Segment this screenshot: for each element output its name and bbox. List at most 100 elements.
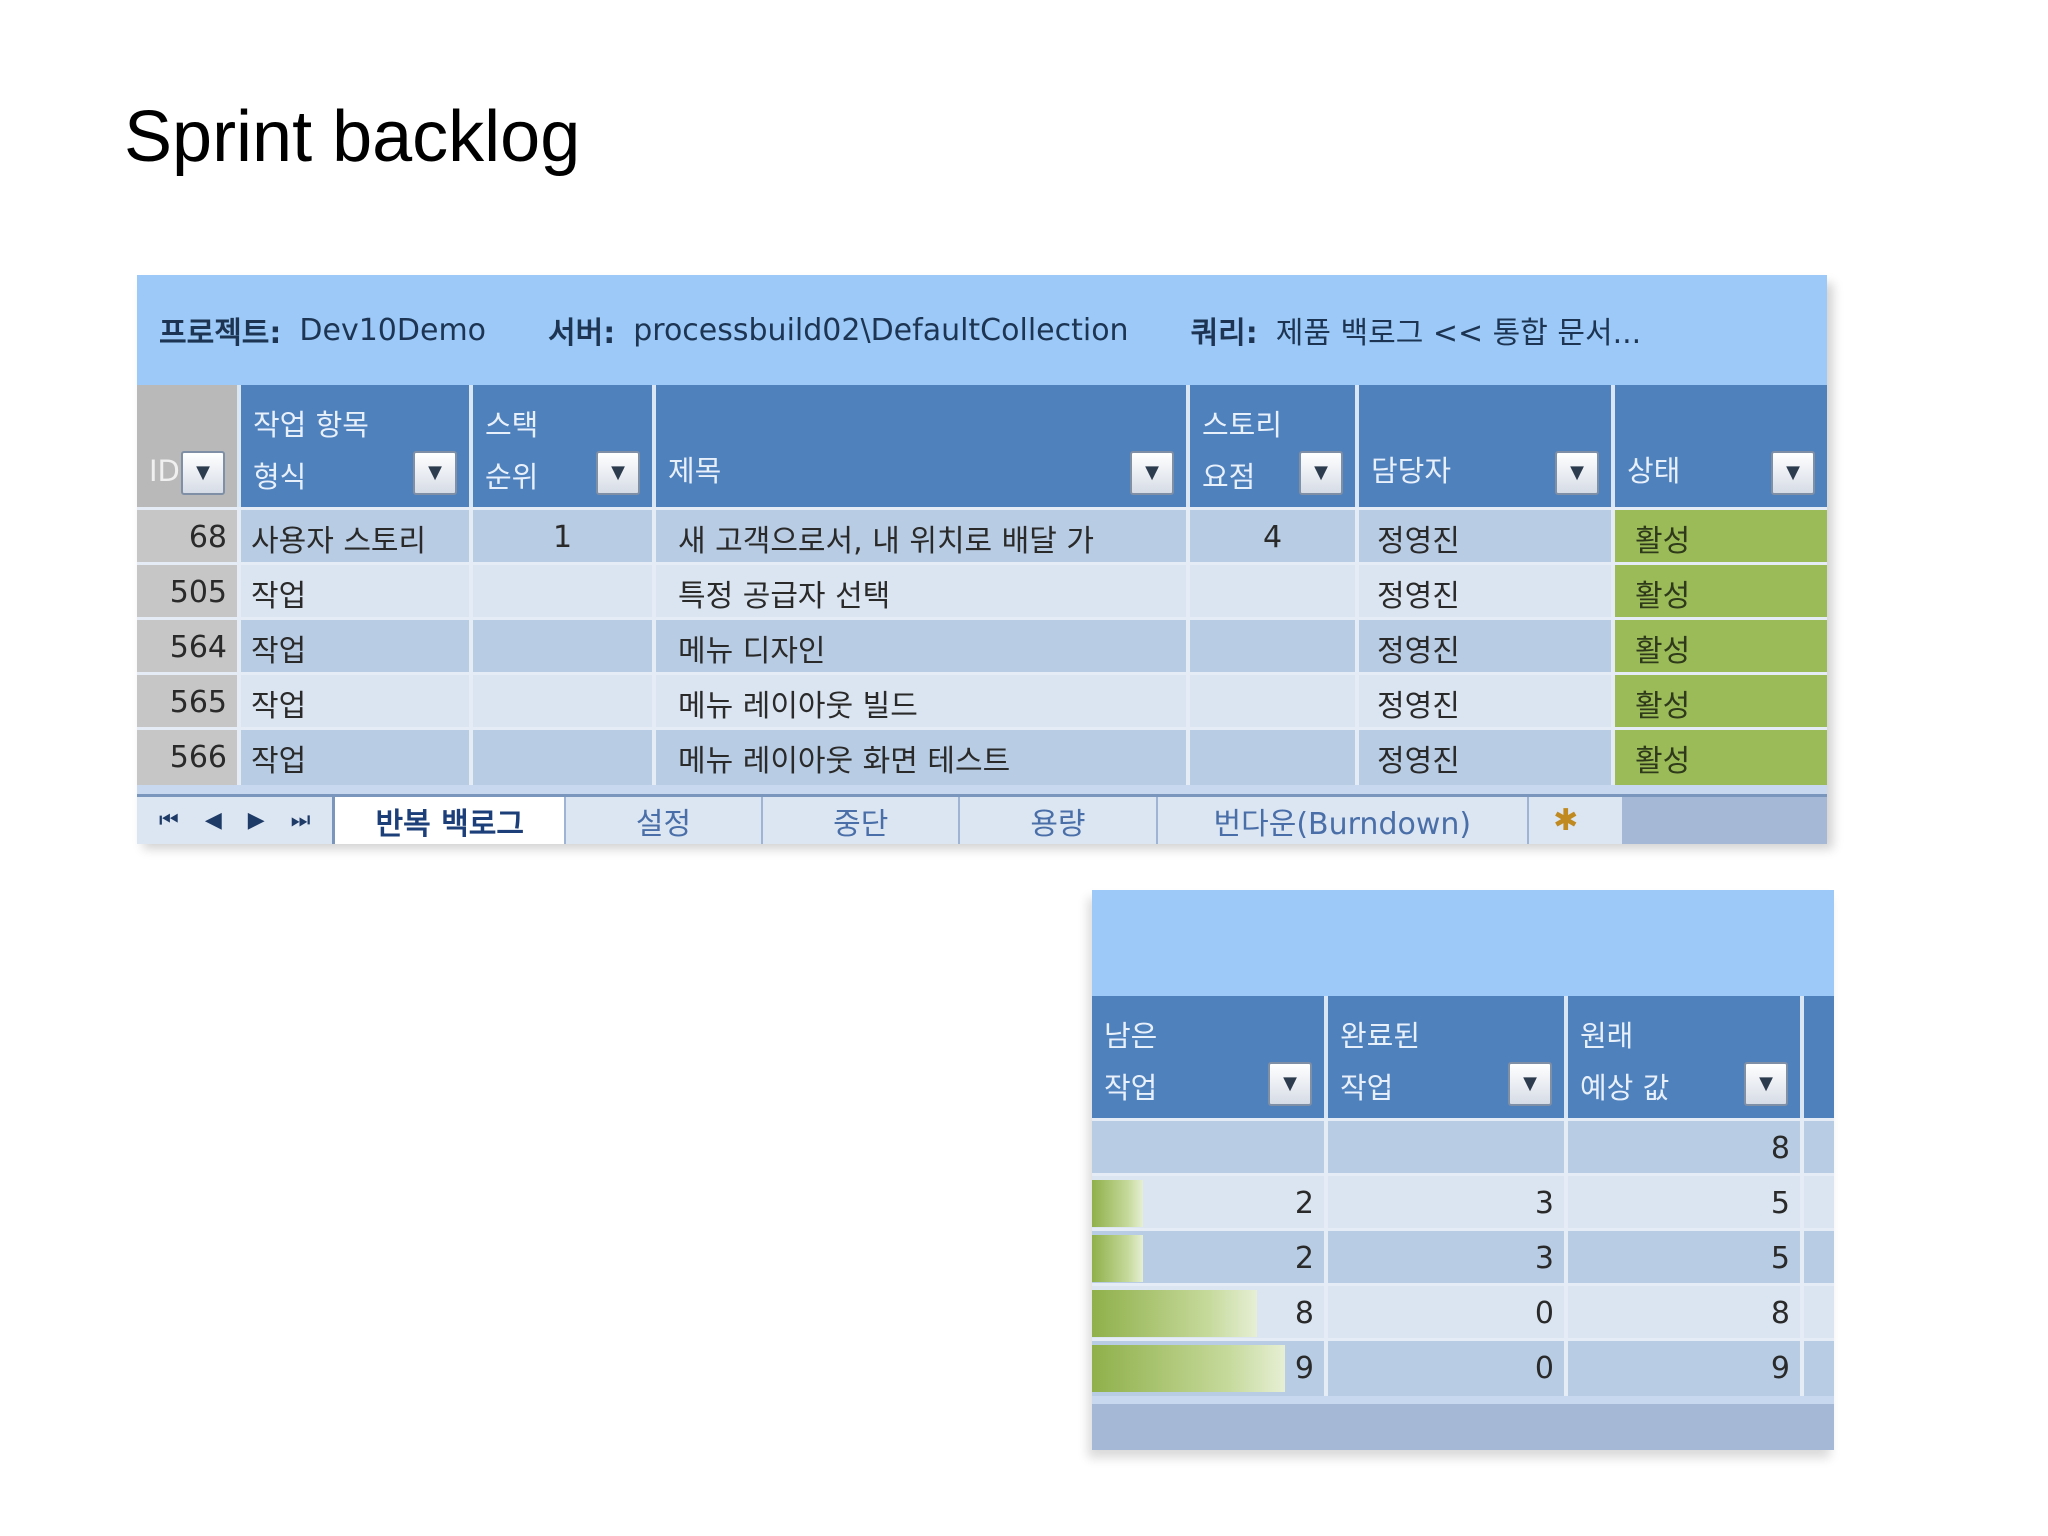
filter-dropdown-icon[interactable]: ▼ [1299, 451, 1343, 495]
column-header-stack-rank[interactable]: 스택 순위 ▼ [473, 385, 656, 507]
column-header-completed-line1: 완료된 [1340, 1019, 1421, 1053]
column-header-remaining-work[interactable]: 남은 작업 ▼ [1092, 996, 1328, 1118]
cell-id[interactable]: 566 [137, 730, 241, 785]
previous-sheet-icon[interactable]: ◀ [204, 808, 222, 833]
cell-state[interactable]: 활성 [1615, 510, 1827, 565]
first-sheet-icon[interactable]: ⏮ [159, 808, 179, 833]
filter-dropdown-icon[interactable]: ▼ [413, 451, 457, 495]
cell-state[interactable]: 활성 [1615, 675, 1827, 730]
tab-burndown[interactable]: 번다운(Burndown) [1155, 797, 1528, 844]
cell-title[interactable]: 메뉴 레이아웃 화면 테스트 [656, 730, 1190, 785]
cell-rank[interactable] [473, 675, 656, 730]
column-header-completed-line2: 작업 [1340, 1071, 1394, 1105]
cell-remaining-work[interactable] [1092, 1121, 1328, 1176]
cell-rank[interactable]: 1 [473, 510, 656, 565]
cell-state[interactable]: 활성 [1615, 730, 1827, 785]
table-row[interactable]: 2 3 5 [1092, 1173, 1834, 1231]
insert-sheet-icon[interactable]: ✱ [1527, 797, 1602, 844]
cell-remaining-value: 2 [1294, 1241, 1314, 1276]
filter-dropdown-icon[interactable]: ▼ [1130, 451, 1174, 495]
tab-settings[interactable]: 설정 [563, 797, 761, 844]
work-columns-footer [1092, 1404, 1834, 1450]
cell-completed-work[interactable]: 0 [1328, 1286, 1568, 1341]
cell-original-estimate[interactable]: 5 [1568, 1176, 1804, 1231]
tab-capacity[interactable]: 용량 [958, 797, 1155, 844]
cell-completed-work[interactable]: 3 [1328, 1176, 1568, 1231]
filter-dropdown-icon[interactable]: ▼ [1508, 1062, 1552, 1106]
cell-id[interactable]: 505 [137, 565, 241, 620]
cell-id[interactable]: 565 [137, 675, 241, 730]
cell-title[interactable]: 메뉴 레이아웃 빌드 [656, 675, 1190, 730]
cell-assigned[interactable]: 정영진 [1359, 730, 1615, 785]
table-row[interactable]: 564 작업 메뉴 디자인 정영진 활성 [137, 617, 1827, 675]
cell-points[interactable] [1190, 620, 1359, 675]
cell-original-estimate[interactable]: 8 [1568, 1286, 1804, 1341]
server-label: 서버: [548, 316, 616, 351]
cell-state[interactable]: 활성 [1615, 620, 1827, 675]
table-row[interactable]: 9 0 9 [1092, 1338, 1834, 1396]
column-header-assigned-to[interactable]: 담당자 ▼ [1359, 385, 1615, 507]
cell-id[interactable]: 68 [137, 510, 241, 565]
table-row[interactable]: 505 작업 특정 공급자 선택 정영진 활성 [137, 562, 1827, 620]
cell-completed-work[interactable]: 3 [1328, 1231, 1568, 1286]
cell-points[interactable] [1190, 675, 1359, 730]
column-header-id[interactable]: ID ▼ [137, 385, 241, 507]
column-header-story-points[interactable]: 스토리 요점 ▼ [1190, 385, 1359, 507]
cell-title[interactable]: 메뉴 디자인 [656, 620, 1190, 675]
cell-remaining-value: 2 [1294, 1186, 1314, 1221]
cell-title[interactable]: 새 고객으로서, 내 위치로 배달 가 [656, 510, 1190, 565]
cell-original-estimate[interactable]: 5 [1568, 1231, 1804, 1286]
tab-iteration-backlog[interactable]: 반복 백로그 [332, 797, 564, 844]
column-header-state[interactable]: 상태 ▼ [1615, 385, 1827, 507]
next-sheet-icon[interactable]: ▶ [247, 808, 265, 833]
query-value: 제품 백로그 << 통합 문서... [1275, 316, 1642, 351]
cell-completed-work[interactable]: 0 [1328, 1341, 1568, 1396]
cell-original-estimate[interactable]: 9 [1568, 1341, 1804, 1396]
filter-dropdown-icon[interactable]: ▼ [596, 451, 640, 495]
last-sheet-icon[interactable]: ⏭ [290, 808, 311, 833]
cell-assigned[interactable]: 정영진 [1359, 675, 1615, 730]
cell-remaining-work[interactable]: 9 [1092, 1341, 1328, 1396]
cell-rank[interactable] [473, 565, 656, 620]
cell-points[interactable]: 4 [1190, 510, 1359, 565]
table-row[interactable]: 565 작업 메뉴 레이아웃 빌드 정영진 활성 [137, 672, 1827, 730]
cell-points[interactable] [1190, 730, 1359, 785]
table-row[interactable]: 2 3 5 [1092, 1228, 1834, 1286]
cell-remaining-work[interactable]: 2 [1092, 1231, 1328, 1286]
table-row[interactable]: 566 작업 메뉴 레이아웃 화면 테스트 정영진 활성 [137, 727, 1827, 785]
cell-type[interactable]: 작업 [241, 675, 473, 730]
filter-dropdown-icon[interactable]: ▼ [1268, 1062, 1312, 1106]
column-header-type-line1: 작업 항목 [253, 408, 369, 442]
column-header-completed-work[interactable]: 완료된 작업 ▼ [1328, 996, 1568, 1118]
cell-rank[interactable] [473, 620, 656, 675]
column-header-title[interactable]: 제목 ▼ [656, 385, 1190, 507]
cell-type[interactable]: 사용자 스토리 [241, 510, 473, 565]
tab-interruptions[interactable]: 중단 [761, 797, 958, 844]
cell-remaining-work[interactable]: 8 [1092, 1286, 1328, 1341]
cell-type[interactable]: 작업 [241, 620, 473, 675]
cell-state[interactable]: 활성 [1615, 565, 1827, 620]
cell-assigned[interactable]: 정영진 [1359, 510, 1615, 565]
filter-dropdown-icon[interactable]: ▼ [1771, 451, 1815, 495]
cell-type[interactable]: 작업 [241, 730, 473, 785]
filter-dropdown-icon[interactable]: ▼ [1744, 1062, 1788, 1106]
cell-completed-work[interactable] [1328, 1121, 1568, 1176]
column-header-original-estimate[interactable]: 원래 예상 값 ▼ [1568, 996, 1804, 1118]
cell-type[interactable]: 작업 [241, 565, 473, 620]
column-header-work-item-type[interactable]: 작업 항목 형식 ▼ [241, 385, 473, 507]
table-row[interactable]: 68 사용자 스토리 1 새 고객으로서, 내 위치로 배달 가 4 정영진 활… [137, 507, 1827, 565]
table-row[interactable]: 8 [1092, 1118, 1834, 1176]
filter-dropdown-icon[interactable]: ▼ [1555, 451, 1599, 495]
cell-id[interactable]: 564 [137, 620, 241, 675]
cell-assigned[interactable]: 정영진 [1359, 620, 1615, 675]
cell-assigned[interactable]: 정영진 [1359, 565, 1615, 620]
cell-title[interactable]: 특정 공급자 선택 [656, 565, 1190, 620]
table-row[interactable]: 8 0 8 [1092, 1283, 1834, 1341]
column-header-original-line2: 예상 값 [1580, 1071, 1670, 1105]
cell-points[interactable] [1190, 565, 1359, 620]
filter-dropdown-icon[interactable]: ▼ [181, 451, 225, 495]
cell-remaining-work[interactable]: 2 [1092, 1176, 1328, 1231]
column-header-remaining-line2: 작업 [1104, 1071, 1158, 1105]
cell-original-estimate[interactable]: 8 [1568, 1121, 1804, 1176]
cell-rank[interactable] [473, 730, 656, 785]
